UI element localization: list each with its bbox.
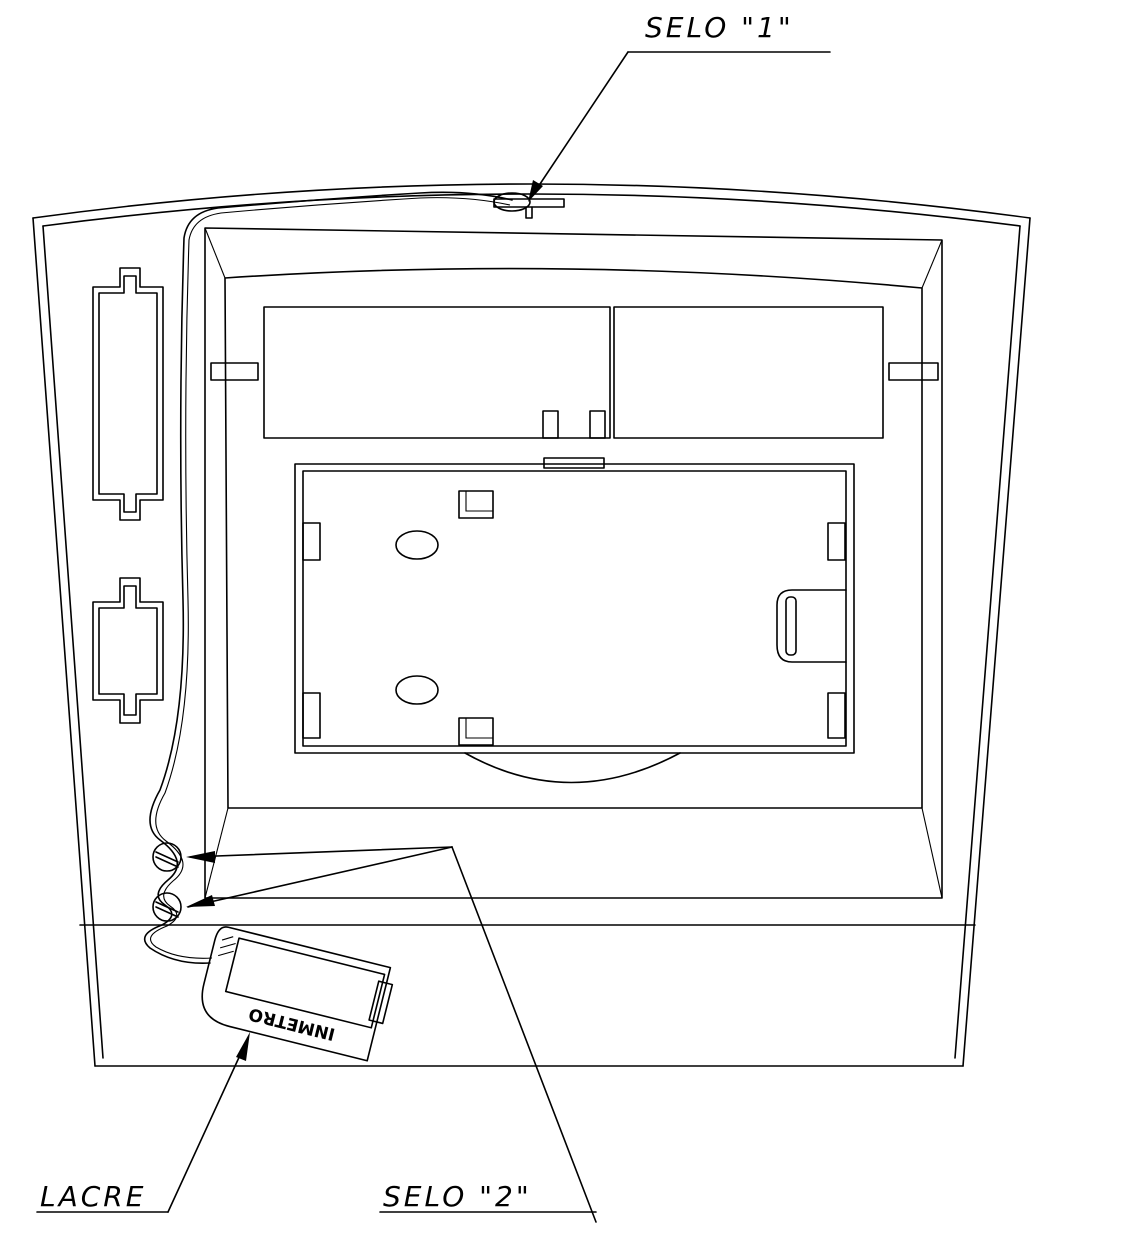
leader-lines (36, 51, 831, 1223)
label-selo-1: SELO "1" (645, 11, 794, 44)
arrow-selo-2-upper (186, 851, 215, 863)
label-lacre: LACRE (40, 1180, 146, 1213)
arrow-lacre (236, 1032, 250, 1061)
inmetro-mark: INMETRO (247, 1003, 337, 1044)
sealing-wire (143, 191, 513, 965)
side-ports (92, 267, 164, 724)
housing-outline (32, 183, 1031, 1067)
tray-panel (294, 457, 855, 784)
arrow-selo-1 (528, 180, 543, 202)
arrow-selo-2-lower (186, 895, 215, 907)
seal-1 (493, 192, 565, 219)
lacre-tag: INMETRO (201, 926, 394, 1062)
display-bezel (204, 227, 943, 899)
display-panels (263, 306, 884, 439)
seal-2-screws (152, 842, 182, 922)
label-selo-2: SELO "2" (383, 1180, 532, 1213)
